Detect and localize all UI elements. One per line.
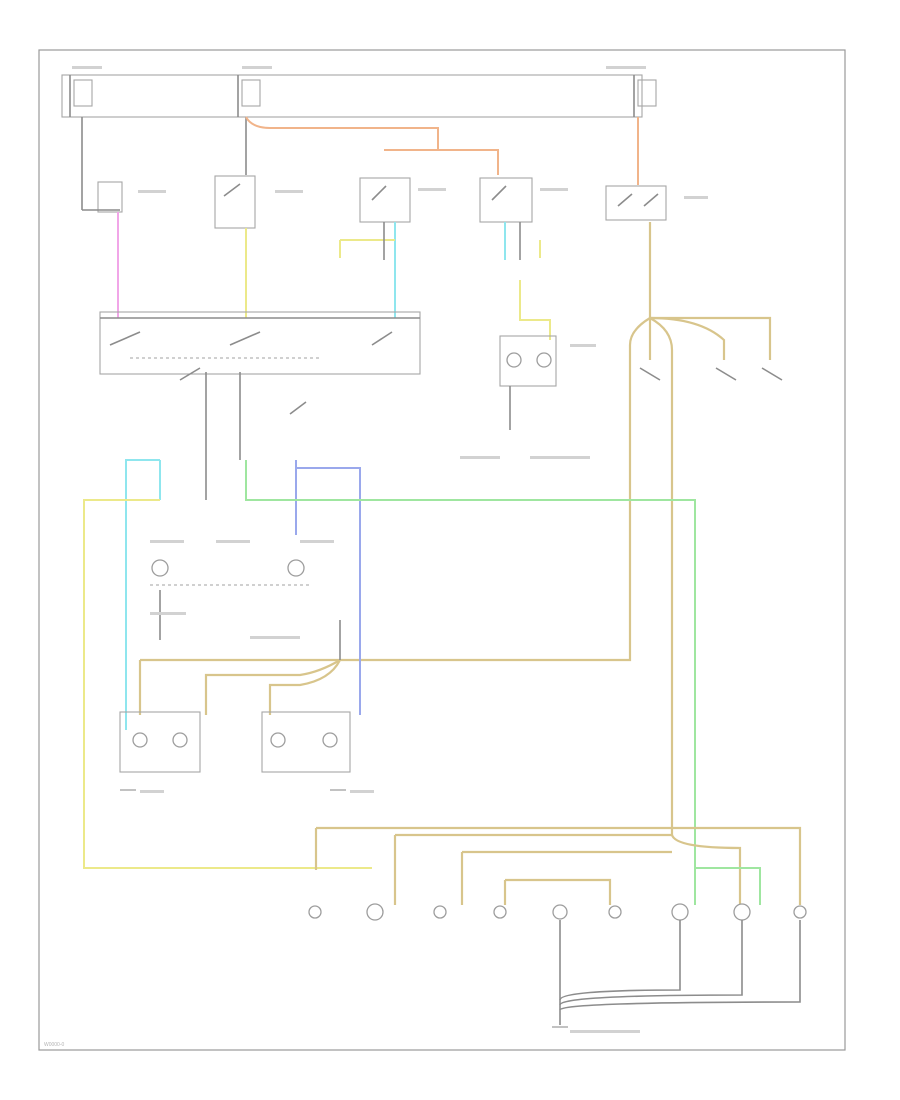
right-loads bbox=[639, 367, 783, 381]
front-lamps bbox=[119, 711, 351, 791]
bulb-icon bbox=[433, 905, 447, 919]
bulb-icon bbox=[608, 905, 622, 919]
bulb-icon bbox=[552, 904, 568, 920]
rear-lamps bbox=[308, 903, 807, 921]
bulb-icon bbox=[322, 732, 338, 748]
dimmer-switch bbox=[499, 335, 557, 430]
bulb-icon bbox=[151, 559, 169, 577]
switch-row-top bbox=[81, 175, 667, 229]
label-marks bbox=[72, 66, 708, 1033]
fuse-block bbox=[61, 74, 657, 118]
bulb-icon bbox=[172, 732, 188, 748]
bulb-icon bbox=[132, 732, 148, 748]
bulb-icon bbox=[270, 732, 286, 748]
corner-code: W0000-0 bbox=[44, 1042, 65, 1048]
bulb-icon bbox=[671, 903, 689, 921]
bulb-icon bbox=[287, 559, 305, 577]
bulb-icon bbox=[308, 905, 322, 919]
headlamp-switch bbox=[99, 311, 421, 460]
bulb-icon bbox=[366, 903, 384, 921]
diagram-frame bbox=[38, 49, 846, 1051]
bulb-icon bbox=[493, 905, 507, 919]
headlamp-row bbox=[150, 559, 310, 640]
bulb-icon bbox=[793, 905, 807, 919]
bulb-icon bbox=[733, 903, 751, 921]
